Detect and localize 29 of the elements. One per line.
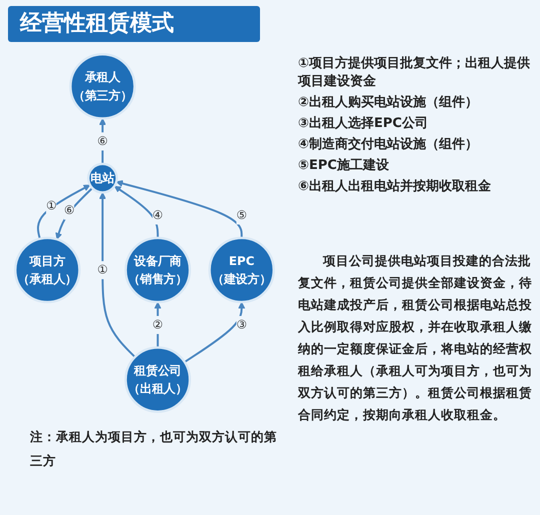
step-text: ③出租人选择EPC公司: [298, 115, 429, 133]
node-circle: 租赁公司 （出租人）: [125, 346, 192, 413]
edge-label: ①: [46, 198, 58, 213]
arrow: [56, 187, 94, 240]
step-text: ①项目方提供项目批复文件；出租人提供项目建设资金: [298, 55, 532, 91]
arrow: [184, 302, 246, 363]
node-circle: 电站: [88, 162, 118, 194]
node-circle: 项目方 （承租人）: [14, 236, 82, 304]
arrow: [100, 192, 136, 358]
arrow: [116, 180, 244, 238]
step-text: ⑥出租人出租电站并按期收取租金: [298, 178, 492, 196]
edge-label: ⑤: [236, 208, 248, 222]
edge-label: ⑥: [64, 203, 76, 218]
edge-label: ①: [98, 262, 108, 277]
edge-label: ②: [152, 317, 164, 332]
node-circle: EPC （建设方）: [208, 236, 276, 304]
step-text: ②出租人购买电站设施（组件）: [298, 94, 480, 112]
edge-label: ⑥: [98, 134, 108, 148]
edge-label: ④: [152, 208, 164, 222]
note-text: 注：承租人为项目方，也可为双方认可的第三方: [30, 428, 278, 470]
edge-label: ③: [236, 317, 248, 332]
arrow: [38, 184, 91, 240]
step-text: ⑤EPC施工建设: [298, 157, 390, 175]
arrow: [114, 186, 160, 238]
step-text: ④制造商交付电站设施（组件）: [298, 136, 480, 154]
node-circle: 设备厂商 （销售方）: [125, 236, 192, 304]
node-circle: 承租人 （第三方）: [70, 53, 136, 120]
description-paragraph: 项目公司提供电站项目投建的合法批复文件，租赁公司提供全部建设资金，待电站建成投产后，租赁公司根据电站总投入比例取得对应股权，并在收取承租人缴纳的一定额度保证金后，将电站的经营权租给承租人（承租人可为项目方，也可为双方认可的第三方）。租赁公司根据租赁合同约定，按期向承租人收取租金。: [298, 252, 533, 424]
title-banner: 经营性租赁模式: [8, 6, 260, 42]
